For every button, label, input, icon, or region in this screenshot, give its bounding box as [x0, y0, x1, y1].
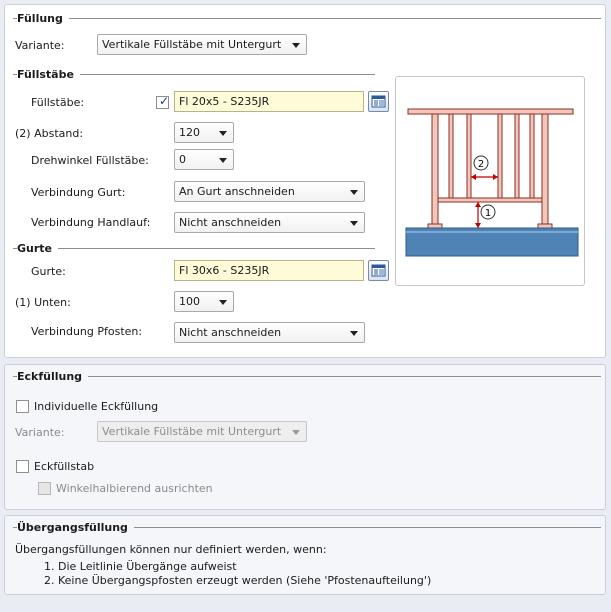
gurte-catalog-button[interactable]	[368, 260, 389, 281]
unten-combo[interactable]: 100	[174, 291, 234, 312]
marker-2	[473, 155, 489, 171]
uebergang-divider	[13, 527, 601, 528]
fuellung-divider	[13, 18, 601, 19]
baluster	[529, 113, 535, 200]
winkel-checkbox[interactable]	[38, 482, 51, 495]
verbindung-gurt-label: Verbindung Gurt:	[31, 186, 126, 199]
unten-label: (1) Unten:	[15, 296, 71, 309]
catalog-icon	[371, 264, 386, 277]
individuell-label: Individuelle Eckfüllung	[34, 400, 159, 413]
marker-1-label: 1	[485, 208, 491, 219]
variante-combo[interactable]: Vertikale Füllstäbe mit Untergurt	[97, 34, 307, 55]
fuellstaebe-profile-label: Füllstäbe:	[31, 96, 85, 109]
baluster	[514, 113, 520, 200]
uebergang-item-2: 2. Keine Übergangspfosten erzeugt werden…	[44, 574, 432, 587]
eck-variante-label: Variante:	[15, 426, 65, 439]
baluster	[448, 113, 454, 200]
uebergang-item-1: 1. Die Leitlinie Übergänge aufweist	[44, 560, 237, 573]
railing-preview: 2 1	[395, 76, 585, 286]
unten-value: 100	[179, 295, 200, 308]
eck-variante-combo[interactable]: Vertikale Füllstäbe mit Untergurt	[97, 421, 307, 442]
drehwinkel-combo[interactable]: 0	[174, 149, 234, 170]
eckfuellung-panel: Eckfüllung Individuelle Eckfüllung Varia…	[4, 364, 606, 510]
marker-2-label: 2	[478, 159, 484, 170]
handrail	[407, 108, 574, 115]
baluster	[497, 113, 503, 200]
drehwinkel-label: Drehwinkel Füllstäbe:	[31, 154, 149, 167]
fuellung-title: Füllung	[17, 12, 69, 25]
chevron-down-icon	[219, 158, 227, 163]
drehwinkel-value: 0	[179, 153, 186, 166]
bottom-rail	[437, 197, 543, 203]
eckfuellstab-label: Eckfüllstab	[34, 460, 95, 473]
abstand-label: (2) Abstand:	[15, 127, 84, 140]
check-icon: ✓	[159, 94, 170, 108]
chevron-down-icon	[350, 221, 358, 226]
chevron-down-icon	[219, 300, 227, 305]
chevron-down-icon	[292, 430, 300, 435]
chevron-down-icon	[350, 331, 358, 336]
gurte-profile-label: Gurte:	[31, 265, 66, 278]
chevron-down-icon	[219, 131, 227, 136]
eckfuellung-title: Eckfüllung	[17, 370, 89, 383]
marker-1	[480, 204, 496, 220]
verbindung-handlauf-value: Nicht anschneiden	[179, 216, 282, 229]
baluster	[466, 113, 472, 200]
verbindung-handlauf-combo[interactable]: Nicht anschneiden	[174, 212, 365, 233]
variante-combo-value: Vertikale Füllstäbe mit Untergurt	[102, 38, 282, 51]
gurte-profile-field[interactable]: Fl 30x6 - S235JR	[174, 260, 364, 281]
verbindung-gurt-combo[interactable]: An Gurt anschneiden	[174, 181, 365, 202]
post-right	[541, 113, 549, 225]
abstand-combo[interactable]: 120	[174, 122, 234, 143]
fuellstaebe-divider	[13, 74, 375, 75]
uebergang-title: Übergangsfüllung	[17, 521, 134, 534]
chevron-down-icon	[350, 190, 358, 195]
uebergang-intro: Übergangsfüllungen können nur definiert …	[15, 543, 327, 556]
fuellstaebe-catalog-button[interactable]	[368, 91, 389, 112]
fuellstaebe-profile-value: Fl 20x5 - S235JR	[179, 95, 270, 108]
chevron-down-icon	[292, 43, 300, 48]
railing-diagram: 2 1	[405, 108, 579, 257]
uebergang-panel: Übergangsfüllung Übergangsfüllungen könn…	[4, 515, 606, 595]
verbindung-pfosten-combo[interactable]: Nicht anschneiden	[174, 322, 365, 343]
verbindung-pfosten-value: Nicht anschneiden	[179, 326, 282, 339]
gurte-profile-value: Fl 30x6 - S235JR	[179, 264, 270, 277]
verbindung-pfosten-label: Verbindung Pfosten:	[31, 325, 143, 338]
gurte-divider	[13, 248, 375, 249]
winkel-label: Winkelhalbierend ausrichten	[56, 482, 213, 495]
post-left	[431, 113, 439, 225]
variante-label: Variante:	[15, 39, 65, 52]
base-plate	[427, 223, 443, 229]
base-plate	[537, 223, 553, 229]
abstand-value: 120	[179, 126, 200, 139]
catalog-icon	[371, 95, 386, 108]
verbindung-gurt-value: An Gurt anschneiden	[179, 185, 295, 198]
verbindung-handlauf-label: Verbindung Handlauf:	[31, 216, 151, 229]
fuellstaebe-profile-field[interactable]: Fl 20x5 - S235JR	[174, 91, 364, 112]
eckfuellstab-checkbox[interactable]	[16, 460, 29, 473]
individuell-checkbox[interactable]	[16, 400, 29, 413]
fuellstaebe-checkbox[interactable]: ✓	[156, 94, 170, 109]
eckfuellung-divider	[13, 376, 601, 377]
fuellstaebe-title: Füllstäbe	[17, 68, 80, 81]
eck-variante-value: Vertikale Füllstäbe mit Untergurt	[102, 425, 282, 438]
gurte-title: Gurte	[17, 242, 59, 255]
